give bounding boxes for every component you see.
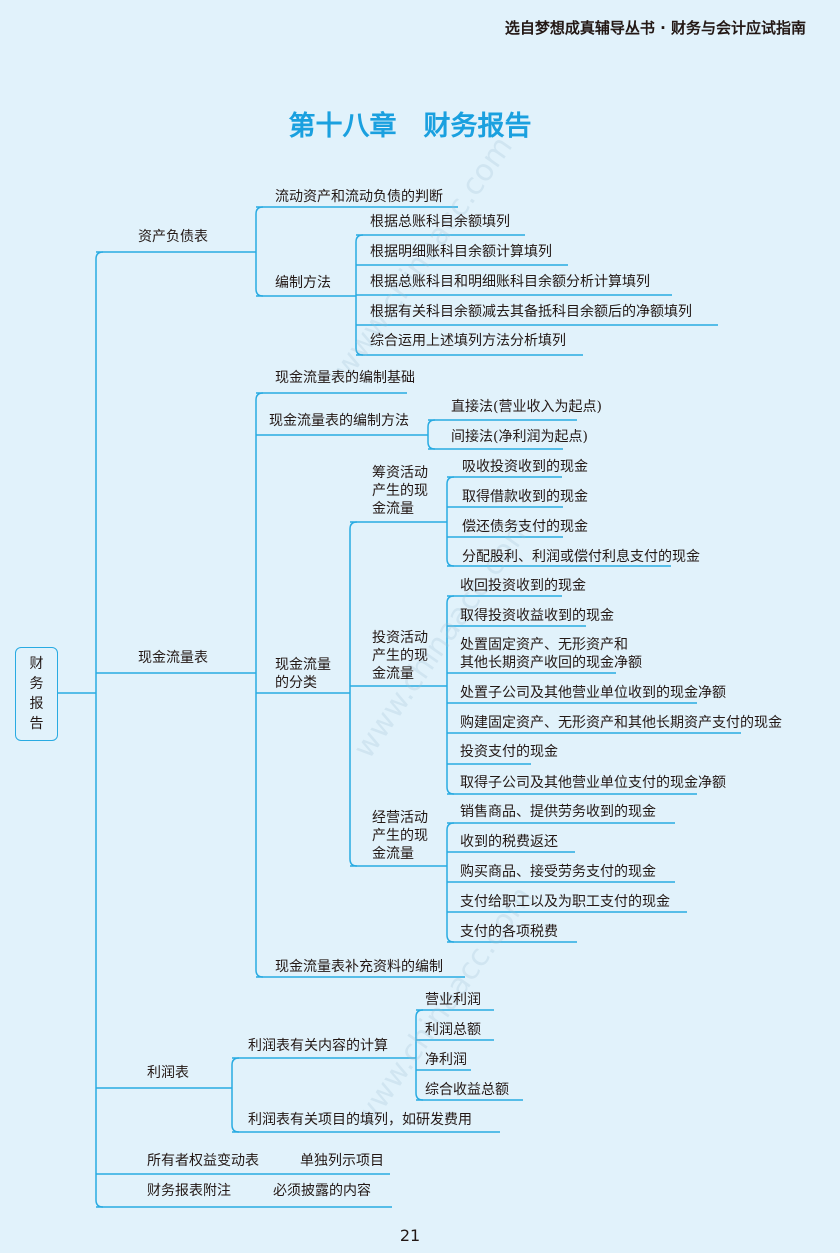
list-item: 根据总账科目和明细账科目余额分析计算填列 (370, 274, 650, 290)
connector-line (255, 206, 264, 297)
node-bs-method: 编制方法 (275, 275, 331, 291)
list-item: 分配股利、利润或偿付利息支付的现金 (462, 549, 700, 565)
node-investing: 投资活动 产生的现 金流量 (372, 630, 428, 682)
connector-line (446, 595, 455, 795)
node-operating: 经营活动 产生的现 金流量 (372, 810, 428, 862)
list-item: 支付给职工以及为职工支付的现金 (460, 894, 670, 910)
node-income-calc: 利润表有关内容的计算 (248, 1038, 388, 1054)
connector-line (446, 476, 455, 567)
list-item: 收到的税费返还 (460, 834, 558, 850)
node-income: 利润表 (147, 1065, 189, 1081)
node-equity: 所有者权益变动表 (147, 1153, 259, 1169)
list-item: 间接法(净利润为起点) (451, 429, 588, 445)
node-cf-basis: 现金流量表的编制基础 (275, 370, 415, 386)
list-item: 根据有关科目余额减去其备抵科目余额后的净额填列 (370, 304, 692, 320)
node-cash-flow: 现金流量表 (138, 650, 208, 666)
list-item: 购建固定资产、无形资产和其他长期资产支付的现金 (460, 715, 782, 731)
node-balance-sheet: 资产负债表 (138, 229, 208, 245)
list-item: 净利润 (425, 1052, 467, 1068)
node-financing: 筹资活动 产生的现 金流量 (372, 465, 428, 517)
list-item: 取得子公司及其他营业单位支付的现金净额 (460, 775, 726, 791)
node-notes-item: 必须披露的内容 (273, 1183, 371, 1199)
connector-line (415, 1009, 424, 1101)
list-item: 收回投资收到的现金 (460, 578, 586, 594)
list-item: 利润总额 (425, 1022, 481, 1038)
list-item: 销售商品、提供劳务收到的现金 (460, 804, 656, 820)
list-item: 根据总账科目余额填列 (370, 214, 510, 230)
connector-line (427, 419, 436, 450)
page-number: 21 (399, 1226, 421, 1245)
root-node: 财 务 报 告 (15, 647, 58, 741)
list-item: 处置子公司及其他营业单位收到的现金净额 (460, 685, 726, 701)
list-item: 取得投资收益收到的现金 (460, 608, 614, 624)
list-item: 根据明细账科目余额计算填列 (370, 244, 552, 260)
chapter-title: 第十八章 财务报告 (288, 111, 532, 142)
connector-line (95, 251, 104, 1208)
node-cf-supplement: 现金流量表补充资料的编制 (275, 959, 443, 975)
connector-line (446, 822, 455, 943)
list-item: 偿还债务支付的现金 (462, 519, 588, 535)
list-item: 购买商品、接受劳务支付的现金 (460, 864, 656, 880)
node-cf-method: 现金流量表的编制方法 (269, 413, 409, 429)
node-cf-classification: 现金流量 的分类 (275, 657, 331, 691)
node-notes: 财务报表附注 (147, 1183, 231, 1199)
node-equity-item: 单独列示项目 (300, 1153, 384, 1169)
connector-line (255, 392, 264, 978)
connector-line (349, 521, 358, 867)
list-item: 综合收益总额 (425, 1082, 509, 1098)
list-item: 直接法(营业收入为起点) (451, 399, 602, 415)
connector-line (231, 1057, 240, 1133)
node-current-judgment: 流动资产和流动负债的判断 (275, 189, 443, 205)
list-item: 取得借款收到的现金 (462, 489, 588, 505)
connector-line (355, 234, 364, 356)
list-item: 支付的各项税费 (460, 924, 558, 940)
list-item: 吸收投资收到的现金 (462, 459, 588, 475)
node-income-fill: 利润表有关项目的填列，如研发费用 (248, 1112, 472, 1128)
list-item: 综合运用上述填列方法分析填列 (370, 333, 566, 349)
running-header: 选自梦想成真辅导丛书 · 财务与会计应试指南 (504, 19, 806, 37)
list-item: 营业利润 (425, 992, 481, 1008)
list-item: 处置固定资产、无形资产和 其他长期资产收回的现金净额 (460, 637, 642, 671)
list-item: 投资支付的现金 (460, 744, 558, 760)
